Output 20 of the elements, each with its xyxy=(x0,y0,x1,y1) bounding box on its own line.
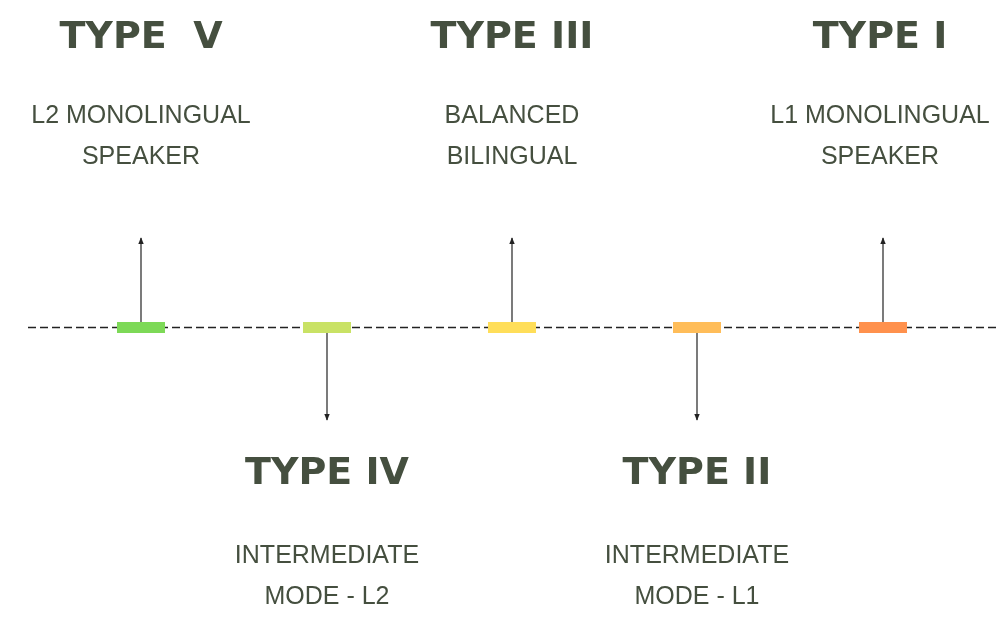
type-description: BALANCED BILINGUAL xyxy=(443,99,581,171)
type-description: INTERMEDIATE MODE - L1 xyxy=(603,539,791,611)
type-heading: TYPE V xyxy=(59,12,223,58)
color-bar xyxy=(859,322,907,333)
color-bar xyxy=(673,322,721,333)
color-bar xyxy=(303,322,351,333)
arrow xyxy=(694,332,700,421)
arrow xyxy=(324,332,330,421)
type-description: L2 MONOLINGUAL SPEAKER xyxy=(30,99,252,171)
color-bar xyxy=(117,322,165,333)
type-heading: TYPE III xyxy=(430,12,594,58)
type-heading: TYPE IV xyxy=(245,448,409,494)
arrow xyxy=(509,237,515,323)
color-bar xyxy=(488,322,536,333)
arrow xyxy=(880,237,886,323)
type-description: INTERMEDIATE MODE - L2 xyxy=(233,539,421,611)
type-heading: TYPE II xyxy=(622,448,772,494)
type-heading: TYPE I xyxy=(812,12,948,58)
type-description: L1 MONOLINGUAL SPEAKER xyxy=(769,99,991,171)
arrow xyxy=(138,237,144,323)
